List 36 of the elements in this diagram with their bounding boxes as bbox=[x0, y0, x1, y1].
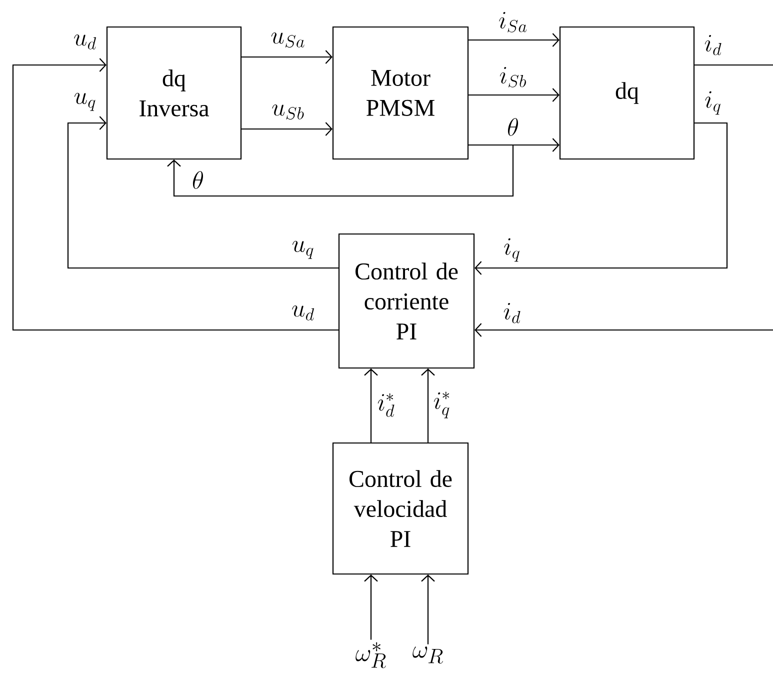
edge-label: $\theta$ bbox=[192, 171, 204, 189]
block-box: dq Inversa bbox=[106, 26, 242, 160]
edge-label: $u_{Sa}$ bbox=[271, 32, 304, 48]
arrow bbox=[468, 33, 560, 47]
symbol-label: $\omega_R^*$ bbox=[356, 642, 386, 668]
arrow bbox=[474, 122, 728, 275]
arrow bbox=[364, 368, 378, 442]
arrow bbox=[242, 50, 332, 64]
edge-label: $u_{Sb}$ bbox=[272, 104, 304, 120]
arrow bbox=[421, 574, 435, 644]
edge-label: $\theta$ bbox=[508, 118, 518, 136]
block-box: dq bbox=[559, 26, 695, 160]
signal-label: $i_q$ bbox=[705, 91, 720, 115]
edge-label: $i_q^*$ bbox=[434, 392, 450, 418]
arrow bbox=[468, 88, 560, 102]
arrow bbox=[242, 122, 332, 136]
arrow bbox=[421, 368, 435, 442]
symbol-label: $\omega_R$ bbox=[412, 646, 443, 664]
edge-label: $i_{Sb}$ bbox=[500, 66, 526, 88]
arrow bbox=[67, 116, 338, 269]
edge-label: $i_d^*$ bbox=[378, 393, 394, 417]
edge-label: $i_{Sa}$ bbox=[499, 12, 527, 32]
edge-label: $u_q$ bbox=[292, 240, 314, 259]
arrow bbox=[364, 574, 378, 640]
arrow bbox=[474, 323, 773, 337]
edge-label: $i_d$ bbox=[704, 34, 722, 56]
block-box: Control de velocidad PI bbox=[332, 442, 469, 575]
signal-label: $u_d$ bbox=[74, 34, 96, 50]
block-box: Control de corriente PI bbox=[338, 233, 475, 369]
arrow bbox=[167, 144, 514, 197]
edge-label: $i_d$ bbox=[504, 302, 520, 324]
edge-label: $i_q$ bbox=[504, 238, 520, 262]
signal-label: $u_q$ bbox=[74, 92, 96, 111]
block-box: Motor PMSM bbox=[332, 26, 469, 160]
arrow bbox=[12, 58, 338, 331]
edge-label: $u_d$ bbox=[292, 306, 314, 320]
